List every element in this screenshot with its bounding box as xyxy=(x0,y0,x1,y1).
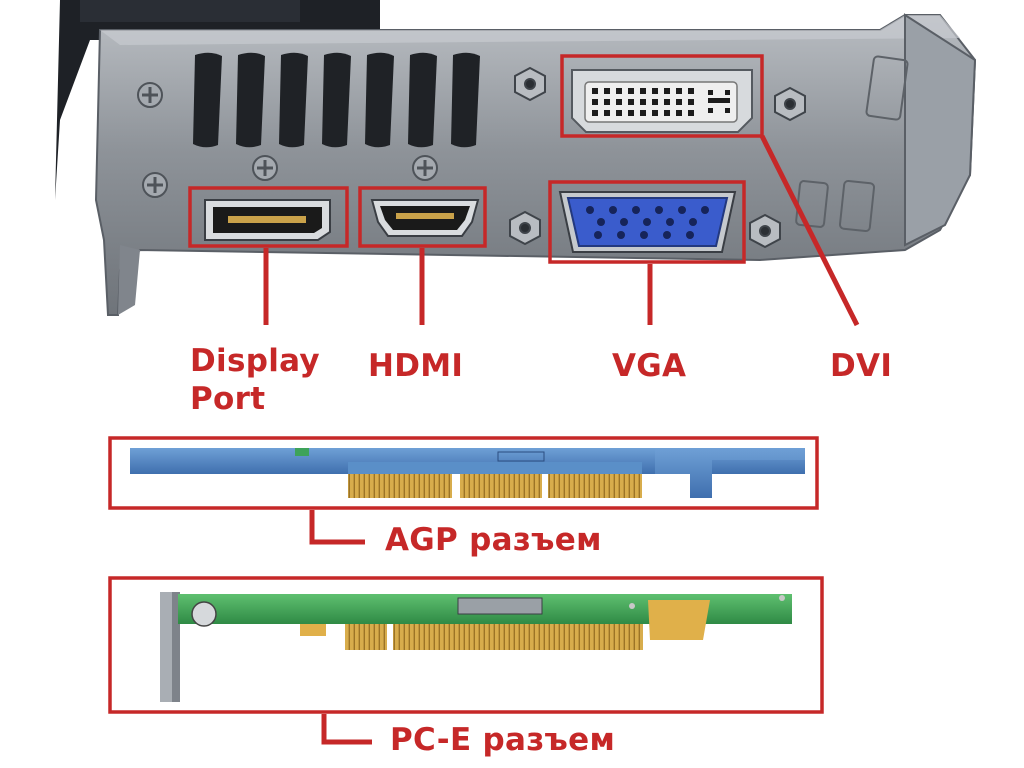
displayport-connector xyxy=(205,200,330,240)
displayport-label-line1: Display xyxy=(190,343,320,381)
agp-leader xyxy=(312,510,365,542)
vga-label: VGA xyxy=(612,348,686,386)
hdmi-connector xyxy=(372,200,478,236)
displayport-label-line2: Port xyxy=(190,381,320,419)
hdmi-label: HDMI xyxy=(368,348,463,386)
pcie-label: PC-E разъем xyxy=(390,722,615,760)
displayport-label: Display Port xyxy=(190,343,320,419)
vga-connector xyxy=(560,192,735,252)
agp-card-edge xyxy=(130,448,805,498)
dvi-label: DVI xyxy=(830,348,892,386)
agp-label: AGP разъем xyxy=(385,522,602,560)
dvi-connector xyxy=(572,70,752,132)
pcie-leader xyxy=(324,714,372,742)
pcie-card-edge xyxy=(160,592,792,702)
graphics-card-bracket xyxy=(55,0,975,315)
